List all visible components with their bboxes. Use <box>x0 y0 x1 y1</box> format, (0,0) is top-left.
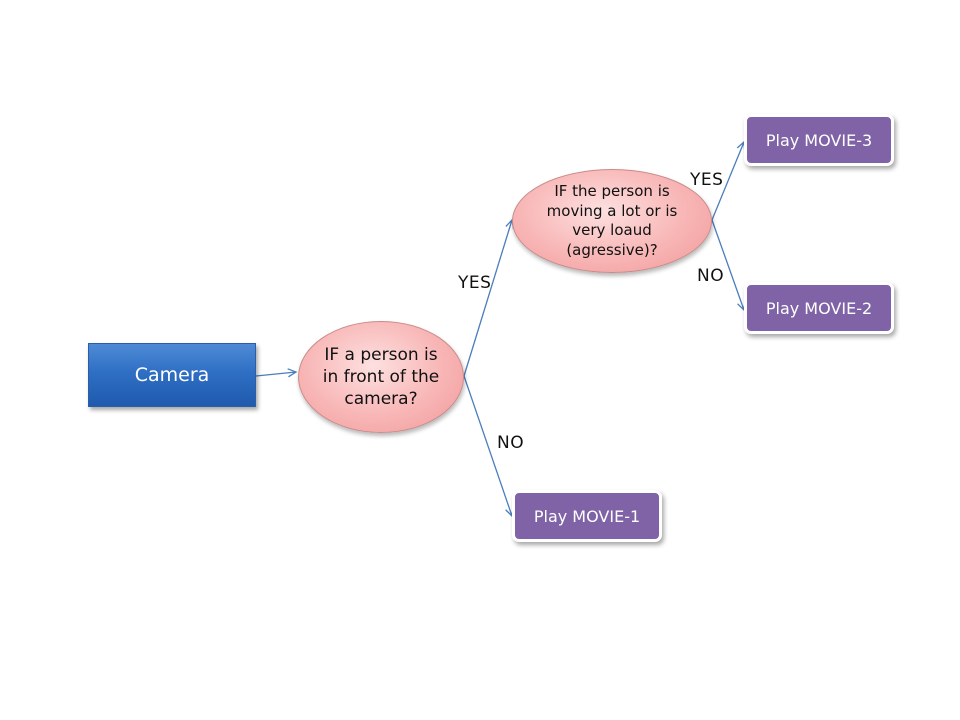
play-movie-3-label: Play MOVIE-3 <box>765 130 873 150</box>
connector-camera-to-decision <box>255 372 296 376</box>
camera-label: Camera <box>134 364 210 386</box>
connector-decision1-no <box>463 375 512 516</box>
play-movie-2-label: Play MOVIE-2 <box>765 298 873 318</box>
play-movie-3-box: Play MOVIE-3 <box>744 114 894 166</box>
play-movie-1-box: Play MOVIE-1 <box>512 490 662 542</box>
edge-label-d2-no: NO <box>697 266 725 286</box>
decision-moving-label: IF the person is moving a lot or is very… <box>546 182 678 259</box>
connector-decision1-yes <box>463 220 512 377</box>
play-movie-1-label: Play MOVIE-1 <box>533 506 641 526</box>
edge-label-d1-no: NO <box>497 433 525 453</box>
edge-label-d2-yes: YES <box>690 170 724 190</box>
decision-person-moving: IF the person is moving a lot or is very… <box>512 169 712 273</box>
decision-person-in-front: IF a person is in front of the camera? <box>298 321 464 433</box>
play-movie-2-box: Play MOVIE-2 <box>744 282 894 334</box>
decision-person-label: IF a person is in front of the camera? <box>322 344 440 410</box>
camera-box: Camera <box>88 343 256 407</box>
connector-decision2-no <box>711 219 744 310</box>
connector-decision2-yes <box>711 142 744 221</box>
edge-label-d1-yes: YES <box>458 273 492 293</box>
